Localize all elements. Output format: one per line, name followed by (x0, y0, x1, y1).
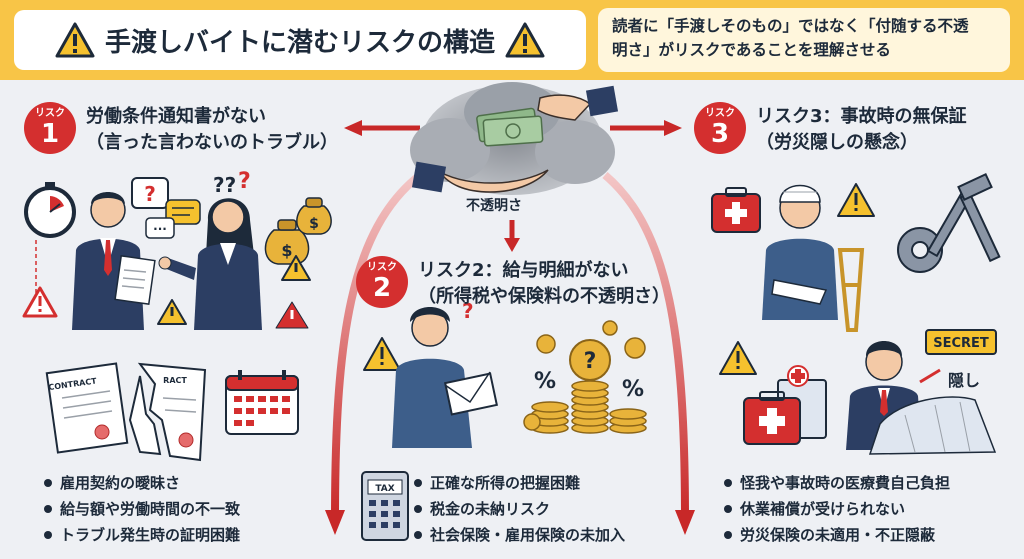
arrow-head (664, 120, 682, 136)
purpose-line: 明さ」がリスクであることを理解させる (612, 41, 891, 59)
list-item: 怪我や事故時の医療費自己負担 (722, 470, 950, 496)
arrow-head (325, 510, 345, 535)
risk-badge-number: 3 (710, 119, 730, 149)
risk-title-line: リスク2：給与明細がない (418, 260, 629, 281)
percent-sign: % (534, 369, 556, 394)
purpose-line: 読者に「手渡しそのもの」ではなく「付随する不透 (612, 17, 969, 35)
receiving-hand-icon (411, 161, 549, 193)
title-box: 手渡しバイトに潜むリスクの構造 (14, 10, 586, 70)
diagram-canvas: ? ··· ?? ? $ $ (22, 82, 1001, 541)
list-item: 正確な所得の把握困難 (412, 470, 625, 496)
question-mark: ? (144, 182, 156, 206)
hide-label: 隠し (948, 371, 980, 390)
warning-icon (55, 22, 95, 58)
question-mark: ? (462, 299, 474, 323)
stopwatch-icon (24, 182, 76, 238)
giving-hand-icon (537, 85, 619, 121)
risk-badge-prefix: リスク (705, 108, 735, 119)
list-item: トラブル発生時の証明困難 (42, 522, 240, 548)
list-item: 社会保険・雇用保険の未加入 (412, 522, 625, 548)
contract-label: RACT (163, 376, 187, 385)
floating-coin-icon (523, 320, 646, 431)
question-mark: ? (584, 349, 597, 374)
risk-title-line: リスク3：事故時の無保証 (756, 106, 967, 127)
secret-tag-icon: SECRET (925, 329, 997, 355)
risk-3-title: リスク3：事故時の無保証 （労災隠しの懸念） (756, 104, 967, 156)
risk-badge-prefix: リスク (367, 262, 397, 273)
tax-label: TAX (375, 484, 394, 494)
risk-title-line: （所得税や保険料の不透明さ） (418, 286, 670, 307)
warning-icon (157, 299, 187, 325)
broken-tools-icon (897, 172, 1001, 273)
purpose-box: 読者に「手渡しそのもの」ではなく「付随する不透 明さ」がリスクであることを理解さ… (598, 8, 1010, 72)
warning-icon (22, 286, 58, 318)
warning-icon (719, 341, 757, 375)
risk-title-line: （言った言わないのトラブル） (86, 132, 338, 153)
opacity-label: 不透明さ (466, 198, 522, 214)
arrow-indicator (919, 368, 941, 384)
warning-icon (505, 22, 545, 58)
list-item: 税金の未納リスク (412, 496, 625, 522)
list-item: 休業補償が受けられない (722, 496, 950, 522)
injured-worker-icon (762, 184, 838, 320)
speech-bubble-question: ? (131, 177, 169, 209)
header-banner: 手渡しバイトに潜むリスクの構造 読者に「手渡しそのもの」ではなく「付随する不透 … (0, 0, 1024, 80)
dollar-sign: $ (281, 241, 292, 260)
arrow-head (504, 238, 520, 252)
calendar-icon (225, 370, 299, 435)
risk-badge-2: リスク 2 (356, 256, 408, 308)
crutch-icon (837, 248, 865, 332)
question-mark: ? (238, 169, 251, 194)
flow-arrow-left (331, 171, 423, 521)
arrow-head (675, 510, 695, 535)
risk-badge-3: リスク 3 (694, 102, 746, 154)
page-title: 手渡しバイトに潜むリスクの構造 (104, 27, 495, 58)
question-coin-icon: ? (569, 339, 611, 381)
cloth-cover-icon (868, 396, 997, 455)
torn-contract-icon: RACT (128, 362, 207, 462)
risk-badge-number: 2 (372, 273, 392, 303)
list-item: 雇用契約の曖昧さ (42, 470, 240, 496)
contract-document-icon: CONTRACT (45, 362, 129, 454)
svg-text:···: ··· (153, 222, 167, 236)
risk-title-line: （労災隠しの懸念） (756, 132, 918, 153)
first-aid-kit-icon (743, 391, 801, 445)
warning-icon (281, 255, 311, 281)
secret-label: SECRET (933, 336, 989, 351)
warning-icon (837, 183, 875, 217)
arrow-head (344, 120, 362, 136)
list-item: 給与額や労働時間の不一致 (42, 496, 240, 522)
first-aid-kit-icon (711, 187, 761, 233)
document-icon (114, 255, 156, 305)
risk-badge-1: リスク 1 (24, 102, 76, 154)
flow-arrow-right (602, 171, 689, 521)
speech-bubble-icon: ··· (145, 199, 201, 239)
envelope-icon (443, 371, 499, 416)
cash-icon (476, 107, 544, 147)
risk-badge-prefix: リスク (35, 108, 65, 119)
money-bag-icon: $ (264, 219, 310, 265)
worker-icon (392, 307, 472, 448)
risk-3-bullets: 怪我や事故時の医療費自己負担 休業補償が受けられない 労災保険の未適用・不正隠蔽 (722, 470, 950, 548)
businesswoman-icon (158, 198, 262, 330)
risk-title-line: 労働条件通知書がない (86, 106, 266, 127)
percent-sign: % (622, 377, 644, 402)
list-item: 労災保険の未適用・不正隠蔽 (722, 522, 950, 548)
risk-1-title: 労働条件通知書がない （言った言わないのトラブル） (86, 104, 338, 156)
risk-1-bullets: 雇用契約の曖昧さ 給与額や労働時間の不一致 トラブル発生時の証明困難 (42, 470, 240, 548)
dollar-sign: $ (309, 216, 319, 232)
question-marks: ?? (213, 173, 236, 197)
risk-2-title: リスク2：給与明細がない （所得税や保険料の不透明さ） (418, 258, 670, 310)
risk-2-bullets: 正確な所得の把握困難 税金の未納リスク 社会保険・雇用保険の未加入 (412, 470, 625, 548)
warning-icon (275, 301, 309, 329)
money-bag-icon: $ (296, 197, 332, 235)
calculator-icon: TAX (361, 471, 409, 541)
warning-icon (363, 337, 401, 371)
risk-badge-number: 1 (40, 119, 60, 149)
